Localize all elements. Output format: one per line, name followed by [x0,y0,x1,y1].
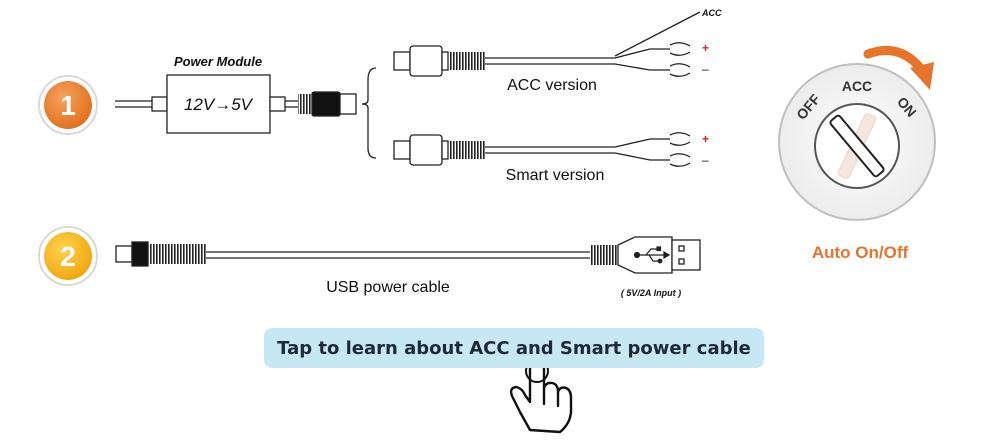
power-module-title: Power Module [174,54,262,69]
acc-wire-label: ACC [701,8,722,18]
ignition-dial [778,63,936,221]
power-module-box [166,74,271,134]
step-2-number: 2 [60,241,76,272]
smart-minus-label: – [702,153,709,167]
usb-power-cable [115,236,701,274]
acc-minus-label: – [702,62,709,76]
acc-version-label: ACC version [507,77,597,94]
step-1-badge: 1 [38,75,98,135]
step-1-number: 1 [60,90,76,121]
hand-pointer-icon [509,359,573,434]
usb-cable-label: USB power cable [326,279,450,296]
usb-input-note: ( 5V/2A Input ) [621,288,681,298]
power-module-cable [115,67,377,159]
rotate-arrow-icon [863,45,934,90]
smart-plus-label: + [702,132,709,146]
learn-more-button[interactable]: Tap to learn about ACC and Smart power c… [264,328,764,368]
step-2-badge: 2 [38,226,98,286]
learn-more-label: Tap to learn about ACC and Smart power c… [277,337,751,359]
smart-version-cable [393,132,691,167]
ignition-key [829,114,885,178]
smart-version-label: Smart version [506,167,605,184]
acc-plus-label: + [702,41,709,55]
auto-onoff-caption: Auto On/Off [812,243,909,262]
dial-acc-label: ACC [842,78,872,94]
acc-version-cable [393,11,701,77]
power-module-label: 12V→5V [184,95,254,114]
usb-symbol-icon [633,246,671,264]
